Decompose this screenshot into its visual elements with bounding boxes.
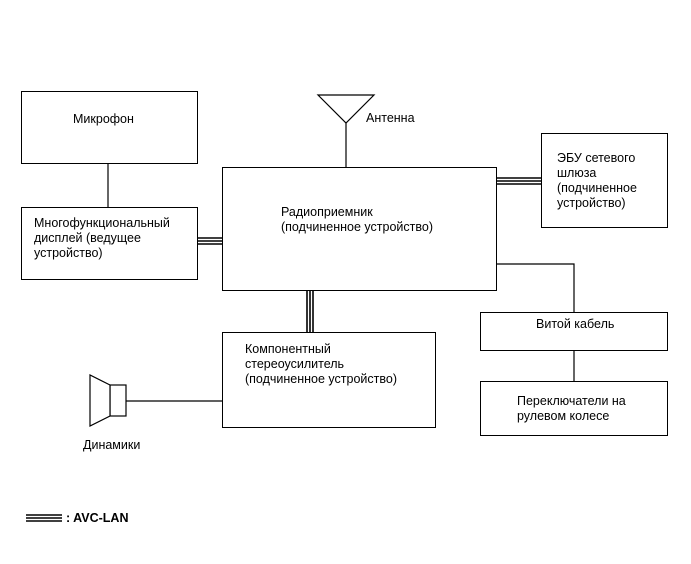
speaker-icon-cone xyxy=(89,374,111,427)
steering-switches-label: Переключатели на рулевом колесе xyxy=(517,394,626,423)
spiral-cable-label: Витой кабель xyxy=(536,317,615,331)
avc-lan-buses xyxy=(26,177,541,522)
gateway-ecu-label: ЭБУ сетевого шлюза (подчиненное устройст… xyxy=(557,151,637,210)
stereo-amplifier-label: Компонентный стереоусилитель (подчиненно… xyxy=(245,342,397,386)
multifunction-display-label: Многофункциональный дисплей (ведущее уст… xyxy=(34,216,170,260)
stereo-amplifier-block xyxy=(222,332,436,428)
antenna-icon xyxy=(316,94,376,124)
radio-receiver-block xyxy=(222,167,497,291)
gateway-ecu-block xyxy=(541,133,668,228)
legend-label: : AVC-LAN xyxy=(66,511,129,525)
spiral-cable-block xyxy=(480,312,668,351)
receiver-spiral-wire xyxy=(497,263,575,312)
multifunction-display-block xyxy=(21,207,198,280)
speaker-icon-body xyxy=(109,384,127,417)
radio-receiver-label: Радиоприемник (подчиненное устройство) xyxy=(281,205,433,234)
steering-switches-block xyxy=(480,381,668,436)
microphone-label: Микрофон xyxy=(73,112,134,126)
speakers-label: Динамики xyxy=(83,438,141,452)
microphone-block xyxy=(21,91,198,164)
antenna-label: Антенна xyxy=(366,111,415,125)
